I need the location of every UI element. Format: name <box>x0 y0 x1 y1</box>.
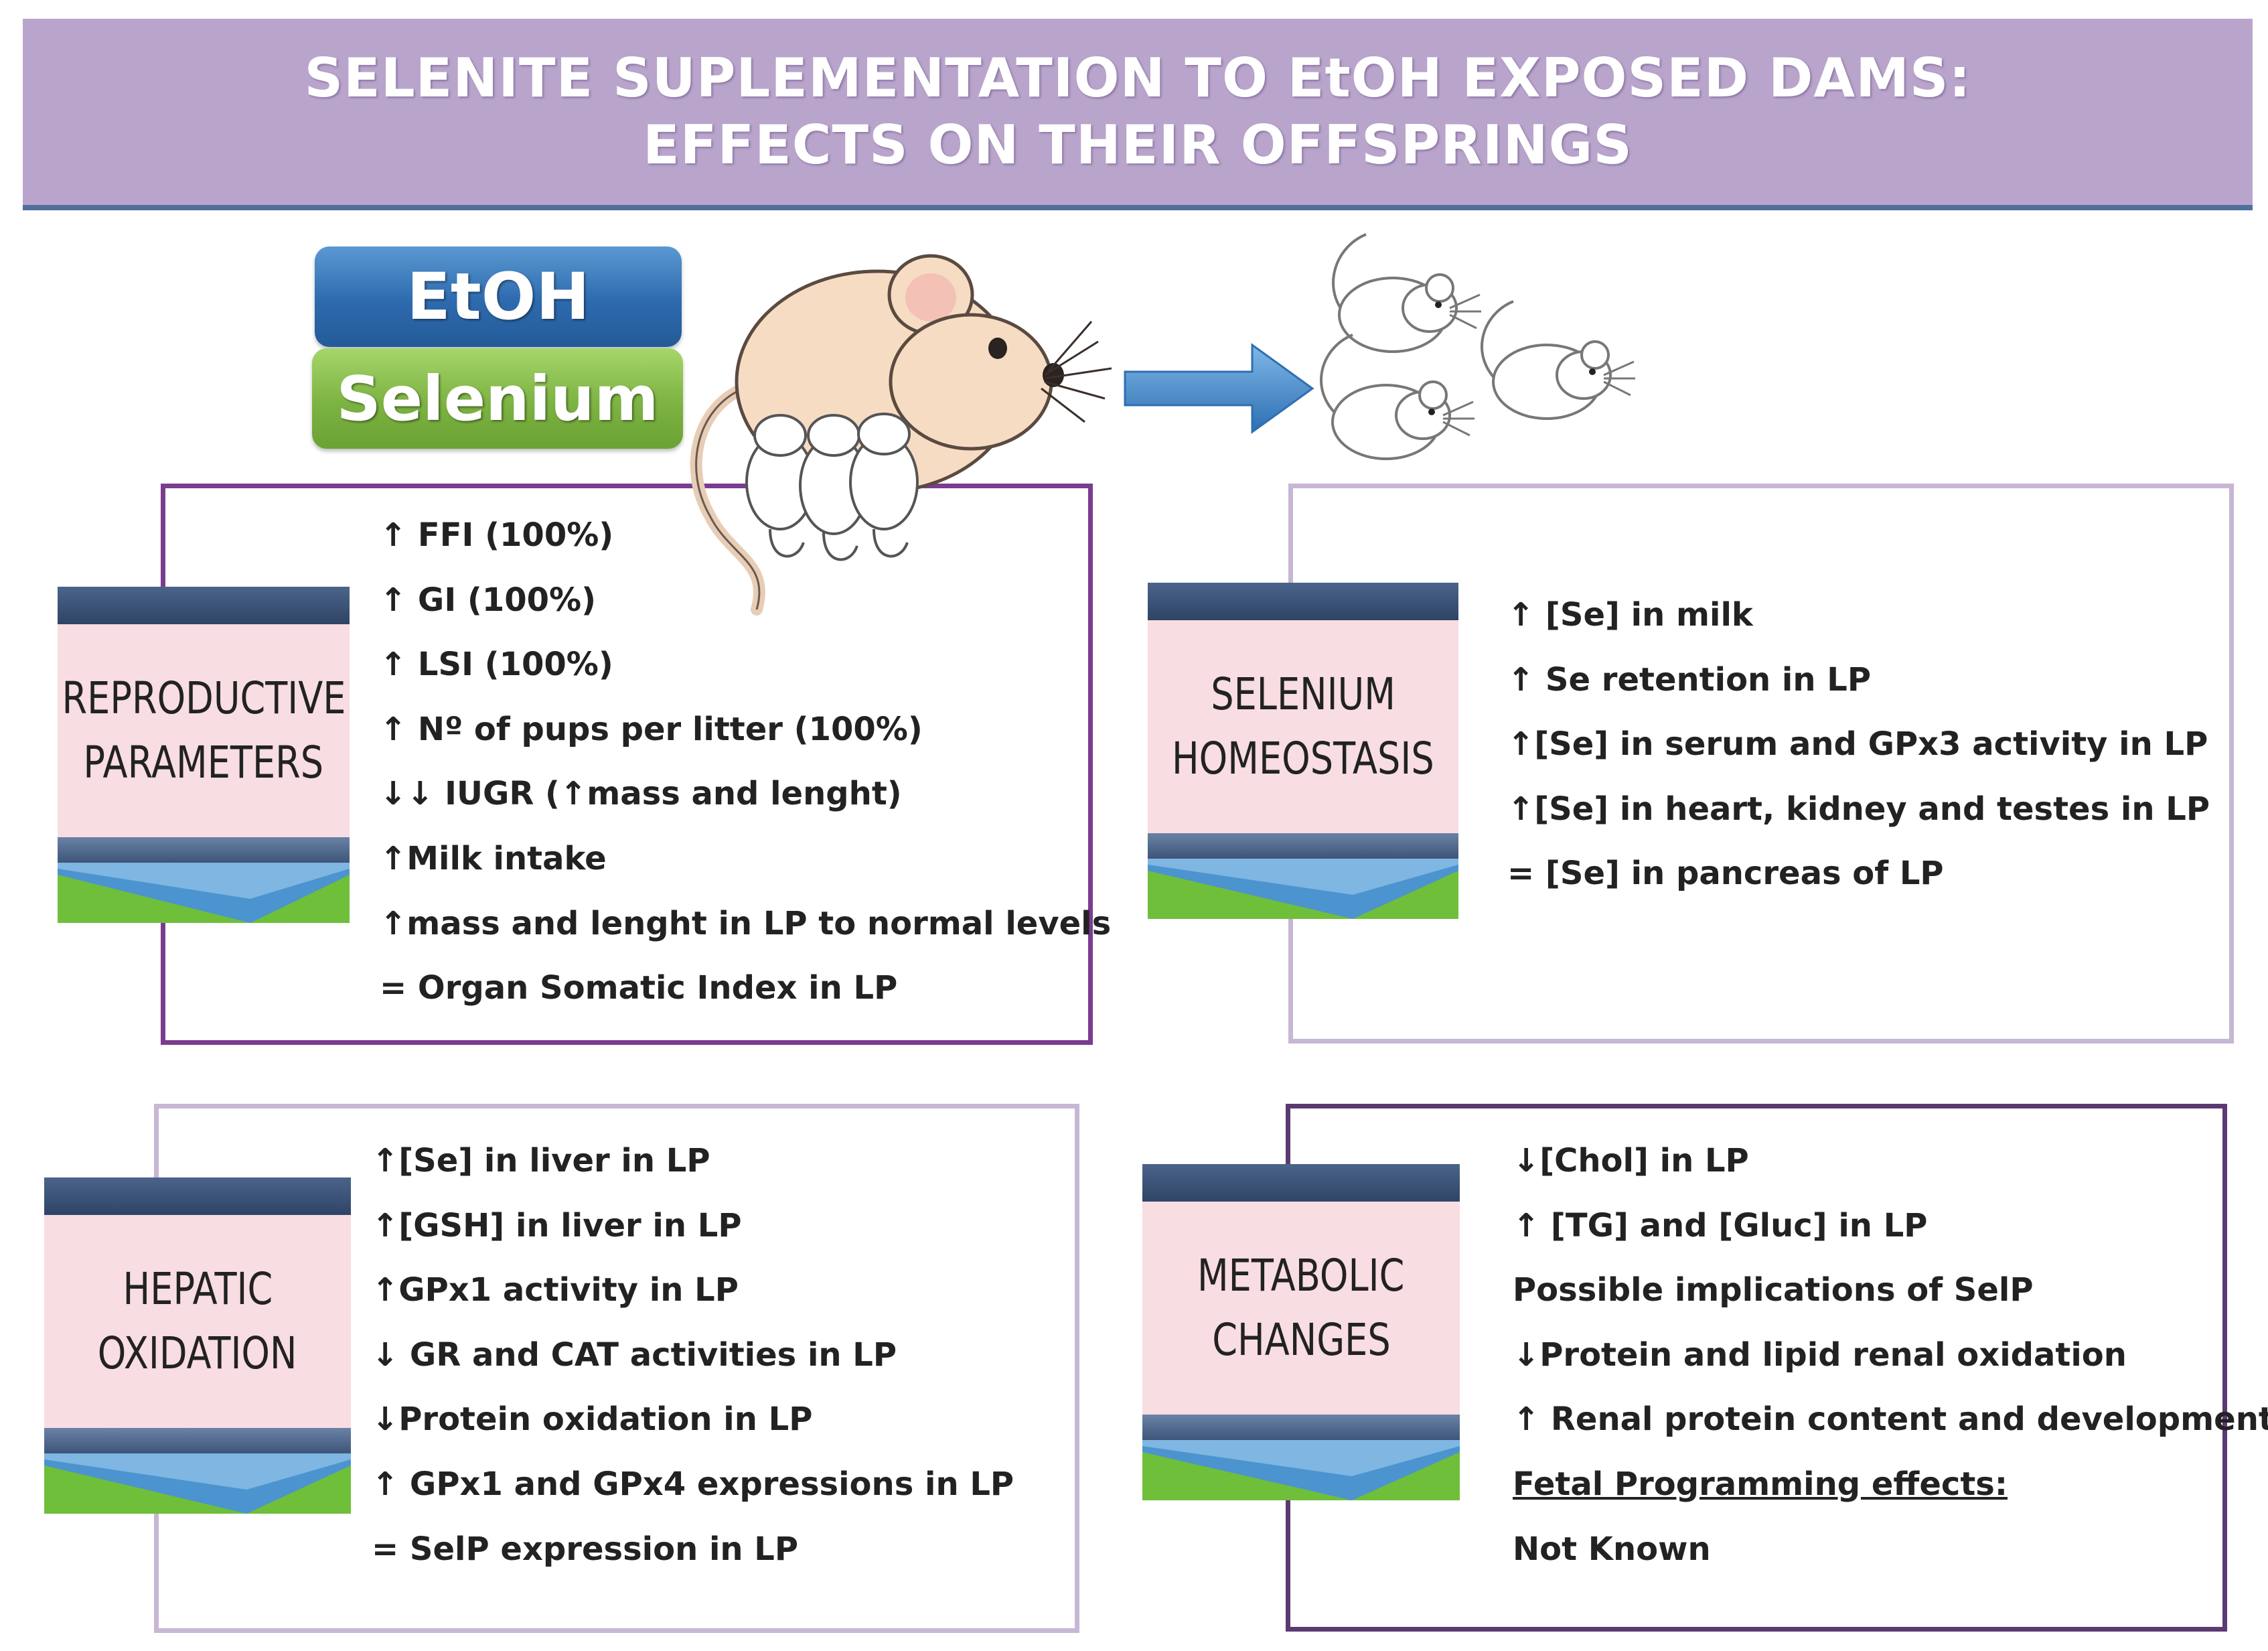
selenium-badge: Selenium <box>312 348 683 449</box>
list-item: ↓↓ IUGR (↑mass and lenght) <box>380 775 902 813</box>
hepatic-label-card: HEPATIC OXIDATION <box>44 1177 351 1514</box>
list-item: Fetal Programming effects: <box>1513 1465 2008 1503</box>
metabolic-label-card: METABOLIC CHANGES <box>1142 1164 1460 1500</box>
title-banner: SELENITE SUPLEMENTATION TO EtOH EXPOSED … <box>23 19 2253 210</box>
label-wave-icon <box>58 863 350 923</box>
reproductive-panel: ↑ FFI (100%) ↑ GI (100%) ↑ LSI (100%) ↑ … <box>161 484 1111 1045</box>
metabolic-label-line-2: CHANGES <box>1211 1314 1391 1366</box>
list-item: ↑GPx1 activity in LP <box>372 1271 739 1309</box>
list-item: = Organ Somatic Index in LP <box>380 969 898 1007</box>
selenium-label-line-1: SELENIUM <box>1211 668 1395 721</box>
metabolic-label-line-1: METABOLIC <box>1197 1250 1405 1302</box>
list-item: ↓[Chol] in LP <box>1513 1142 1749 1179</box>
right-arrow-icon <box>1124 343 1314 434</box>
list-item: ↑ Nº of pups per litter (100%) <box>380 710 923 748</box>
list-item: ↑ [TG] and [Gluc] in LP <box>1513 1206 1928 1244</box>
list-item: ↑ Se retention in LP <box>1507 660 1872 699</box>
metabolic-list: ↓[Chol] in LP ↑ [TG] and [Gluc] in LP Po… <box>1513 1129 2268 1581</box>
label-wave-icon <box>1148 859 1458 919</box>
list-item: = [Se] in pancreas of LP <box>1507 855 1944 893</box>
list-item: ↓Protein oxidation in LP <box>372 1401 813 1439</box>
title-line-1: SELENITE SUPLEMENTATION TO EtOH EXPOSED … <box>304 47 1971 109</box>
selenium-label-line-2: HOMEOSTASIS <box>1172 733 1434 784</box>
list-item: Possible implications of SelP <box>1513 1271 2034 1309</box>
reproductive-label-line-2: PARAMETERS <box>83 737 324 788</box>
list-item: ↓ GR and CAT activities in LP <box>372 1336 897 1374</box>
list-item: Not Known <box>1513 1530 1711 1568</box>
list-item: = SelP expression in LP <box>372 1530 799 1568</box>
pup-mouse-icon <box>1320 233 1635 460</box>
list-item: ↑ GI (100%) <box>380 581 597 619</box>
reproductive-label-card: REPRODUCTIVE PARAMETERS <box>58 587 350 923</box>
list-item: ↑mass and lenght in LP to normal levels <box>380 904 1112 942</box>
list-item: ↑ Renal protein content and development <box>1513 1401 2268 1439</box>
mother-mouse-icon <box>690 254 1112 616</box>
list-item: ↑[Se] in serum and GPx3 activity in LP <box>1507 725 2208 764</box>
list-item: ↓Protein and lipid renal oxidation <box>1513 1336 2127 1374</box>
selenium-list: ↑ [Se] in milk ↑ Se retention in LP ↑[Se… <box>1507 583 2210 906</box>
reproductive-list: ↑ FFI (100%) ↑ GI (100%) ↑ LSI (100%) ↑ … <box>380 503 1111 1021</box>
list-item: ↑ [Se] in milk <box>1507 596 1753 634</box>
list-item: ↑[GSH] in liver in LP <box>372 1206 742 1244</box>
list-item: ↑ GPx1 and GPx4 expressions in LP <box>372 1465 1014 1503</box>
list-item: ↑ FFI (100%) <box>380 516 614 554</box>
selenium-label-card: SELENIUM HOMEOSTASIS <box>1148 583 1458 919</box>
reproductive-label-line-1: REPRODUCTIVE <box>62 672 346 725</box>
label-wave-icon <box>44 1453 351 1514</box>
hepatic-list: ↑[Se] in liver in LP ↑[GSH] in liver in … <box>372 1129 1014 1581</box>
title-line-2: EFFECTS ON THEIR OFFSPRINGS <box>643 114 1633 176</box>
list-item: ↑Milk intake <box>380 839 607 877</box>
hepatic-label-line-2: OXIDATION <box>98 1327 297 1379</box>
list-item: ↑[Se] in liver in LP <box>372 1142 710 1179</box>
label-wave-icon <box>1142 1440 1460 1500</box>
hepatic-label-line-1: HEPATIC <box>123 1263 273 1315</box>
list-item: ↑ LSI (100%) <box>380 646 613 684</box>
list-item: ↑[Se] in heart, kidney and testes in LP <box>1507 790 2210 828</box>
etoh-badge: EtOH <box>315 246 682 347</box>
